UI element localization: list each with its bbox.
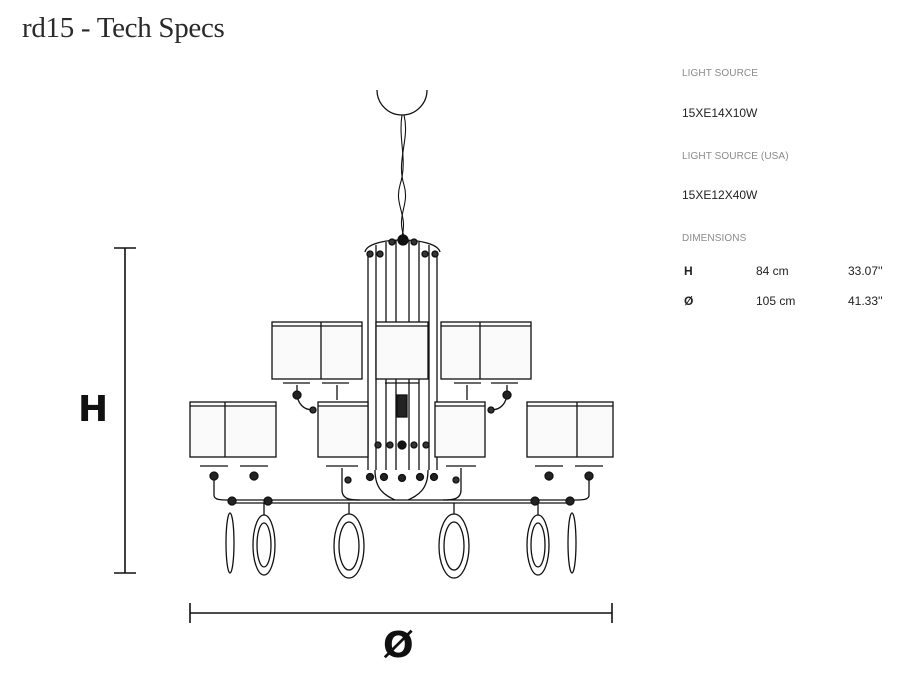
light-source-label: LIGHT SOURCE [682,68,759,79]
middle-shades [317,401,486,458]
diameter-dimension-line [189,603,613,623]
light-source-value: 15XE14X10W [682,106,758,120]
page-title: rd15 - Tech Specs [22,12,225,44]
light-source-usa-label: LIGHT SOURCE (USA) [682,151,789,162]
dimension-symbol: H [684,264,693,278]
upper-shades [271,321,532,380]
lower-holders [200,465,603,501]
diameter-label: Ø [383,625,414,666]
dimension-metric: 105 cm [756,294,796,308]
chandelier [189,89,614,579]
ceiling-canopy [376,89,428,116]
lower-shades [189,401,614,458]
arm-bar [227,472,575,506]
dimension-symbol: Ø [684,294,694,308]
dimension-metric: 84 cm [756,264,789,278]
dimension-imperial: 41.33'' [848,294,883,308]
suspension-cable [398,114,404,237]
dimensions-section: DIMENSIONS [682,233,746,244]
pendant-crystals [225,503,577,579]
light-source-usa-value: 15XE12X40W [682,188,758,202]
light-source-section: LIGHT SOURCE [682,68,758,79]
dimensions-label: DIMENSIONS [682,233,747,244]
height-label: H [78,389,109,430]
height-dimension-line [114,247,136,574]
light-source-usa-section: LIGHT SOURCE (USA) [682,151,789,162]
dimension-imperial: 33.07'' [848,264,883,278]
upper-holders [283,382,518,414]
